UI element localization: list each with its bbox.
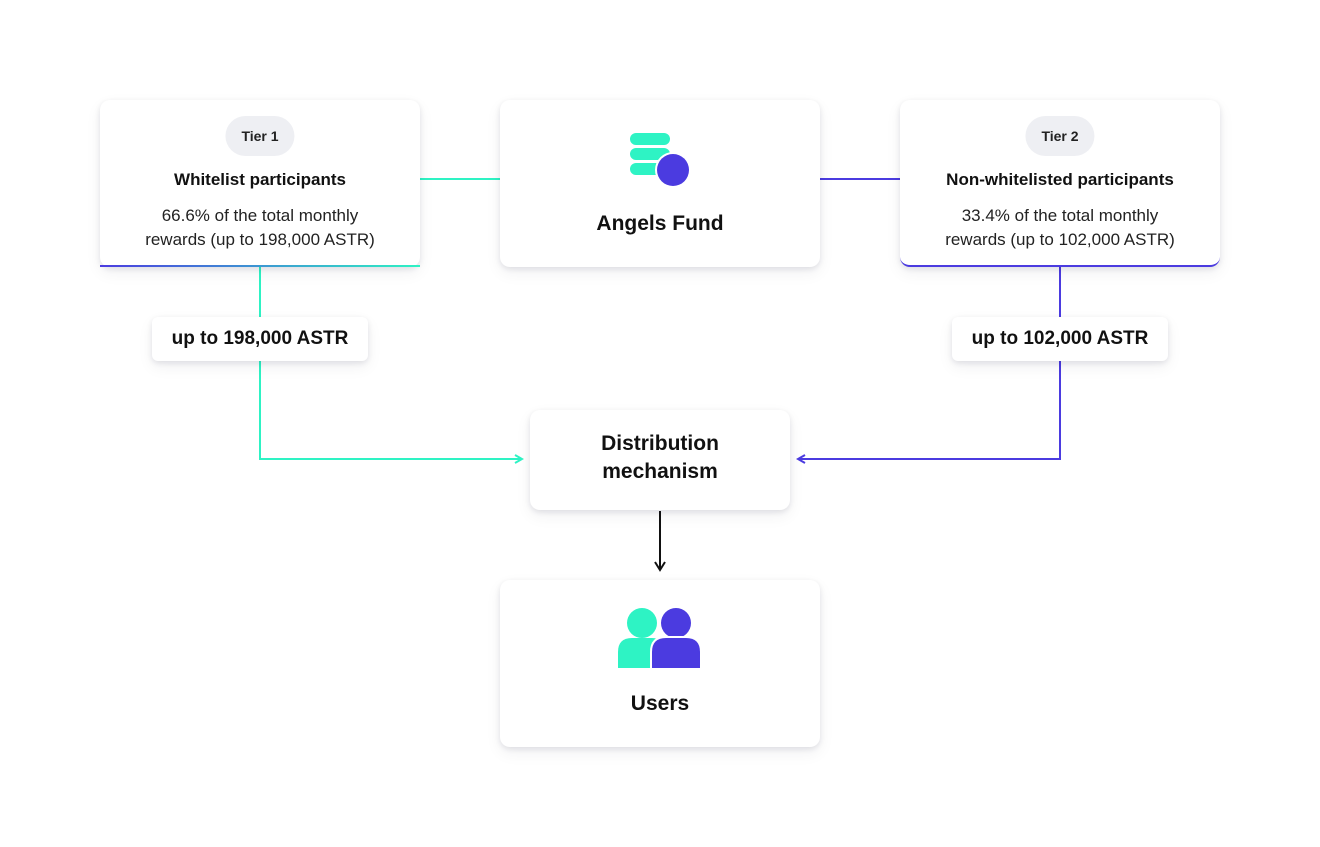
- tier2-description: 33.4% of the total monthly rewards (up t…: [920, 204, 1200, 252]
- tier2-badge: Tier 2: [1025, 116, 1095, 156]
- tier2-title: Non-whitelisted participants: [946, 170, 1174, 189]
- tier1-desc-line2: rewards (up to 198,000 ASTR): [145, 230, 375, 249]
- users-label: Users: [630, 692, 690, 715]
- tier1-title: Whitelist participants: [174, 170, 346, 189]
- tier1-amount-label: up to 198,000 ASTR: [152, 317, 368, 361]
- tier2-to-distribution-arrow: [798, 267, 1061, 459]
- distribution-label-line2: mechanism: [602, 460, 718, 483]
- coins-icon: [630, 133, 691, 188]
- distribution-label-line1: Distribution: [601, 432, 719, 455]
- tier2-desc-line2: rewards (up to 102,000 ASTR): [945, 230, 1175, 249]
- users-icon: [618, 606, 702, 668]
- tier1-card: Tier 1 Whitelist participants 66.6% of t…: [100, 100, 420, 267]
- tier1-to-distribution-arrow: [259, 267, 522, 459]
- tier2-amount-label: up to 102,000 ASTR: [952, 317, 1168, 361]
- angels-fund-card: Angels Fund: [500, 100, 820, 267]
- tier1-description: 66.6% of the total monthly rewards (up t…: [120, 204, 400, 252]
- angels-fund-label: Angels Fund: [596, 212, 724, 235]
- distribution-mechanism-label: Distribution mechanism: [530, 430, 790, 486]
- tier2-card: Tier 2 Non-whitelisted participants 33.4…: [900, 100, 1220, 267]
- tier2-desc-line1: 33.4% of the total monthly: [961, 206, 1159, 225]
- users-card: Users: [500, 580, 820, 747]
- tier1-badge: Tier 1: [225, 116, 295, 156]
- distribution-mechanism-card: Distribution mechanism: [530, 410, 790, 510]
- tier1-desc-line1: 66.6% of the total monthly: [161, 206, 359, 225]
